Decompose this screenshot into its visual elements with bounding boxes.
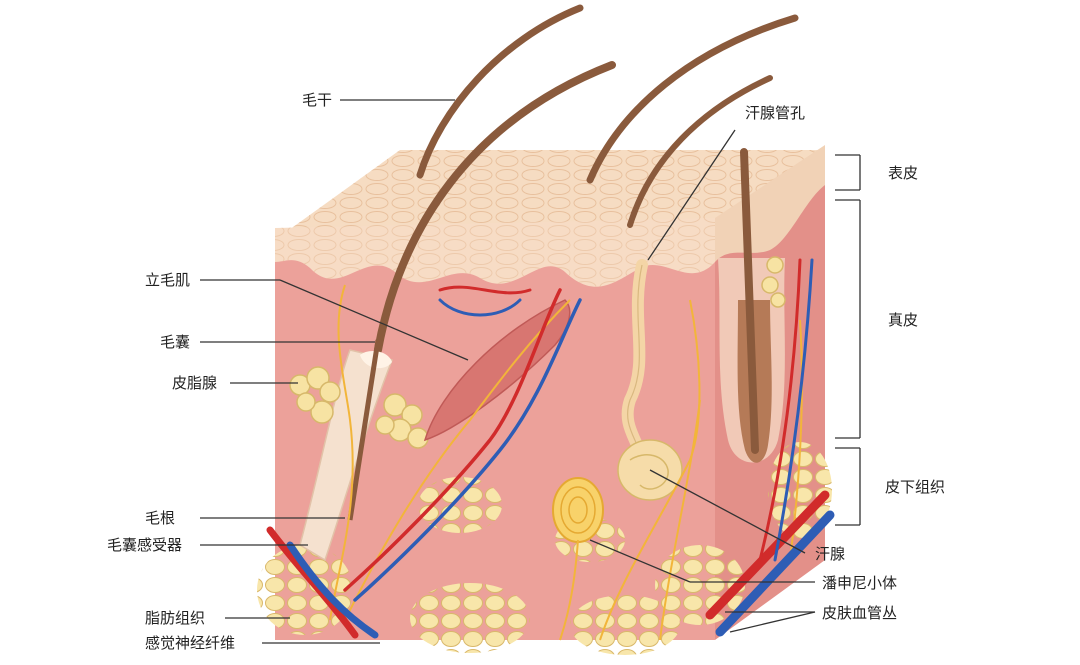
pacinian-corpuscle <box>552 477 604 543</box>
label-arrector-pili: 立毛肌 <box>145 272 190 289</box>
label-hair-follicle: 毛囊 <box>160 334 190 351</box>
label-sweat-pore: 汗腺管孔 <box>745 105 805 122</box>
label-epidermis: 表皮 <box>888 165 918 182</box>
sebaceous-glands <box>289 256 786 449</box>
labels: 毛干 立毛肌 毛囊 皮脂腺 毛根 毛囊感受器 脂肪组织 感觉神经纤维 汗腺管孔 … <box>107 92 945 652</box>
label-vascular-plexus: 皮肤血管丛 <box>822 605 897 622</box>
label-sweat-gland: 汗腺 <box>815 546 845 563</box>
label-dermis: 真皮 <box>888 311 918 329</box>
label-sebaceous-gland: 皮脂腺 <box>172 375 217 392</box>
label-hair-root: 毛根 <box>145 510 175 527</box>
hair-shafts <box>374 4 799 354</box>
label-pacinian: 潘申尼小体 <box>822 575 897 592</box>
label-hair-receptor: 毛囊感受器 <box>107 537 182 554</box>
label-adipose-tissue: 脂肪组织 <box>145 610 205 627</box>
label-hair-shaft: 毛干 <box>302 92 332 109</box>
label-hypodermis: 皮下组织 <box>885 479 945 496</box>
label-sensory-nerve: 感觉神经纤维 <box>145 635 235 652</box>
epidermis-side <box>715 145 825 262</box>
leader-lines <box>200 99 861 644</box>
